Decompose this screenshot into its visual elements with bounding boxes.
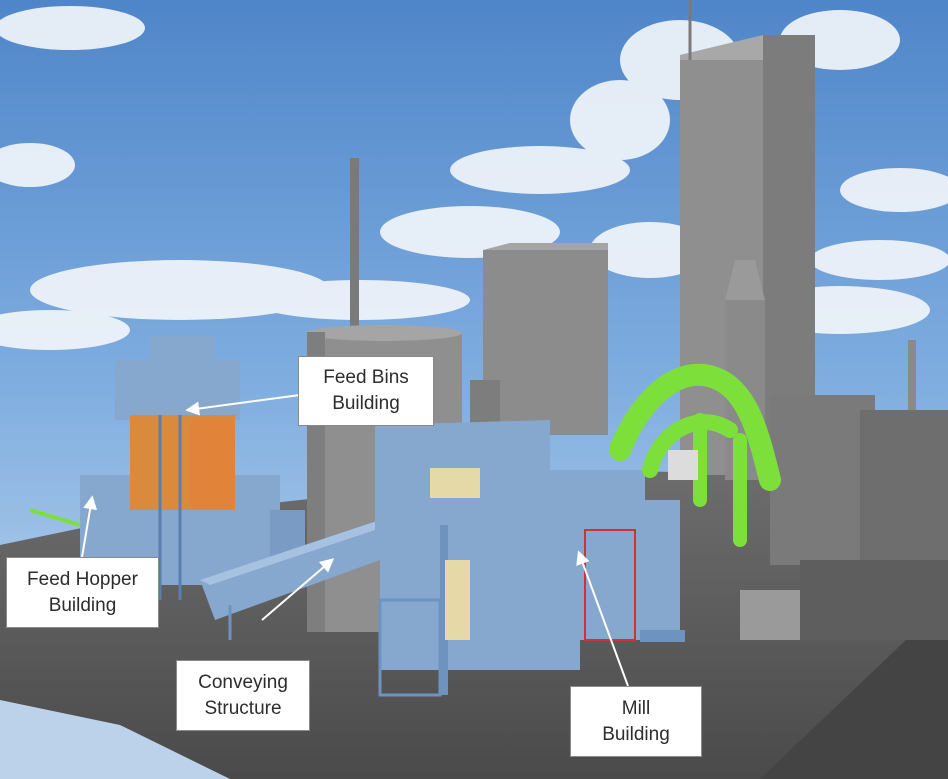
water — [0, 700, 230, 779]
arrow-feed-hopper — [81, 495, 98, 558]
middle-tower — [470, 243, 608, 460]
feed-bins-building-model — [375, 420, 645, 697]
conveying-structure-label: Conveying Structure — [176, 660, 310, 731]
conveying-label-line1: Conveying — [198, 671, 288, 693]
conveying-label-line2: Structure — [204, 697, 282, 719]
feed-bins-label: Feed Bins Building — [298, 356, 434, 426]
feed-hopper-label-line1: Feed Hopper — [27, 568, 138, 590]
mill-building-label: Mill Building — [570, 686, 702, 757]
feed-bins-label-line2: Building — [332, 393, 400, 414]
callout-arrows — [81, 394, 629, 687]
arrow-conveying — [261, 558, 335, 621]
feed-bins-label-line1: Feed Bins — [323, 367, 409, 388]
arrow-mill — [576, 550, 629, 687]
feed-hopper-label: Feed Hopper Building — [6, 557, 159, 628]
green-ducting — [609, 363, 781, 547]
feed-hopper-label-line2: Building — [48, 594, 117, 616]
mill-label-line1: Mill — [621, 697, 651, 719]
right-buildings — [740, 395, 948, 640]
mill-label-line2: Building — [602, 723, 670, 745]
conveying-structure-model — [200, 520, 390, 640]
road — [760, 600, 948, 779]
arrow-feed-bins — [185, 394, 301, 416]
mill-building-model — [580, 500, 685, 642]
